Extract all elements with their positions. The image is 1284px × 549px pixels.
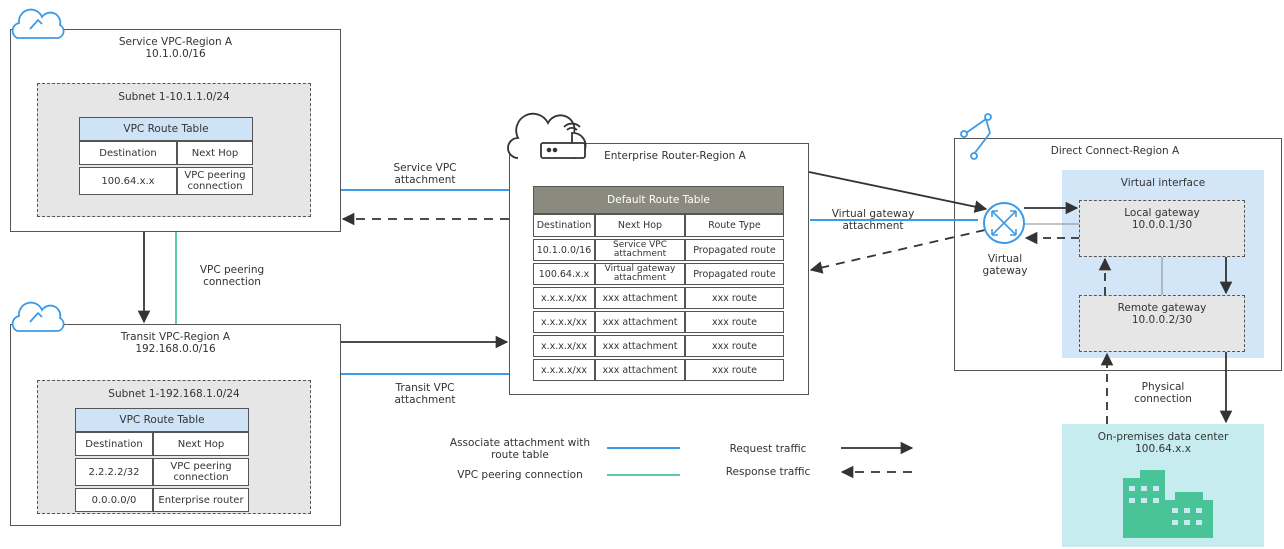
transit-vpc-cidr: 192.168.0.0/16 [135,343,216,355]
virtual-interface-label: Virtual interface [1120,177,1206,189]
route-table-header: Destination [75,432,153,456]
local-gateway-ip: 10.0.0.1/30 [1131,219,1193,231]
route-table-cell: Virtual gateway attachment [595,263,685,285]
direct-connect-icon [960,113,992,160]
virtual-gateway-attachment-label: Virtual gateway attachment [831,208,915,232]
route-table-cell: xxx route [685,335,784,357]
route-table-header: Destination [79,141,177,165]
datacenter-title: On-premises data center [1097,431,1229,443]
legend-peering-label: VPC peering connection [457,469,583,481]
route-table-header: Next Hop [595,214,685,237]
legend-associate-label: Associate attachment with route table [449,437,591,461]
route-table-header: Destination [533,214,595,237]
route-table-cell: xxx attachment [595,311,685,333]
service-subnet-label: Subnet 1-10.1.1.0/24 [118,91,230,103]
route-table-cell: xxx attachment [595,287,685,309]
service-vpc-attachment-label: Service VPC attachment [393,162,457,186]
route-table-cell: x.x.x.x/xx [533,359,595,381]
remote-gateway-ip: 10.0.0.2/30 [1131,314,1193,326]
route-table-cell: 100.64.x.x [79,167,177,195]
remote-gateway-box [1079,295,1245,352]
route-table-cell: VPC peering connection [177,167,253,195]
route-table-cell: Propagated route [685,239,784,261]
route-table-cell: 10.1.0.0/16 [533,239,595,261]
route-table-cell: VPC peering connection [153,458,249,486]
route-table-title: Default Route Table [533,186,784,214]
local-gateway-box [1079,200,1245,257]
building-icon [1123,470,1213,538]
physical-connection-label: Physical connection [1134,381,1192,405]
direct-connect-title: Direct Connect-Region A [1050,145,1180,157]
route-table-cell: 0.0.0.0/0 [75,488,153,512]
route-table-cell: xxx route [685,359,784,381]
route-table-cell: Service VPC attachment [595,239,685,261]
vpc-peering-connection-label: VPC peering connection [199,264,265,288]
legend-request-label: Request traffic [729,443,807,455]
route-table-cell: 2.2.2.2/32 [75,458,153,486]
cloud-icon [11,301,65,332]
remote-gateway-name: Remote gateway [1117,302,1207,314]
virtual-gateway-label: Virtual gateway [982,253,1028,277]
datacenter-cidr: 100.64.x.x [1135,443,1191,455]
route-table-header: Next Hop [177,141,253,165]
transit-vpc-attachment-label: Transit VPC attachment [394,382,456,406]
virtual-gateway-icon [983,202,1025,244]
local-gateway-name: Local gateway [1124,207,1200,219]
transit-subnet-label: Subnet 1-192.168.1.0/24 [108,388,240,400]
route-table-cell: xxx attachment [595,335,685,357]
transit-vpc-title: Transit VPC-Region A [120,331,231,343]
route-table-cell: Propagated route [685,263,784,285]
request-arrow-er-to-vgw [808,171,988,213]
route-table-cell: x.x.x.x/xx [533,311,595,333]
service-vpc-cidr: 10.1.0.0/16 [145,48,206,60]
route-table-cell: Enterprise router [153,488,249,512]
cloud-icon [11,8,65,39]
service-vpc-title: Service VPC-Region A [118,36,233,48]
route-table-header: Route Type [685,214,784,237]
route-table-cell: x.x.x.x/xx [533,335,595,357]
response-arrow-vgw-to-er [809,229,986,274]
route-table-cell: 100.64.x.x [533,263,595,285]
route-table-cell: xxx route [685,287,784,309]
legend-response-label: Response traffic [725,466,811,478]
enterprise-router-title: Enterprise Router-Region A [604,150,746,162]
router-cloud-icon [507,112,587,159]
route-table-header: Next Hop [153,432,249,456]
route-table-title: VPC Route Table [79,117,253,141]
route-table-cell: xxx attachment [595,359,685,381]
route-table-cell: x.x.x.x/xx [533,287,595,309]
route-table-title: VPC Route Table [75,408,249,432]
route-table-cell: xxx route [685,311,784,333]
